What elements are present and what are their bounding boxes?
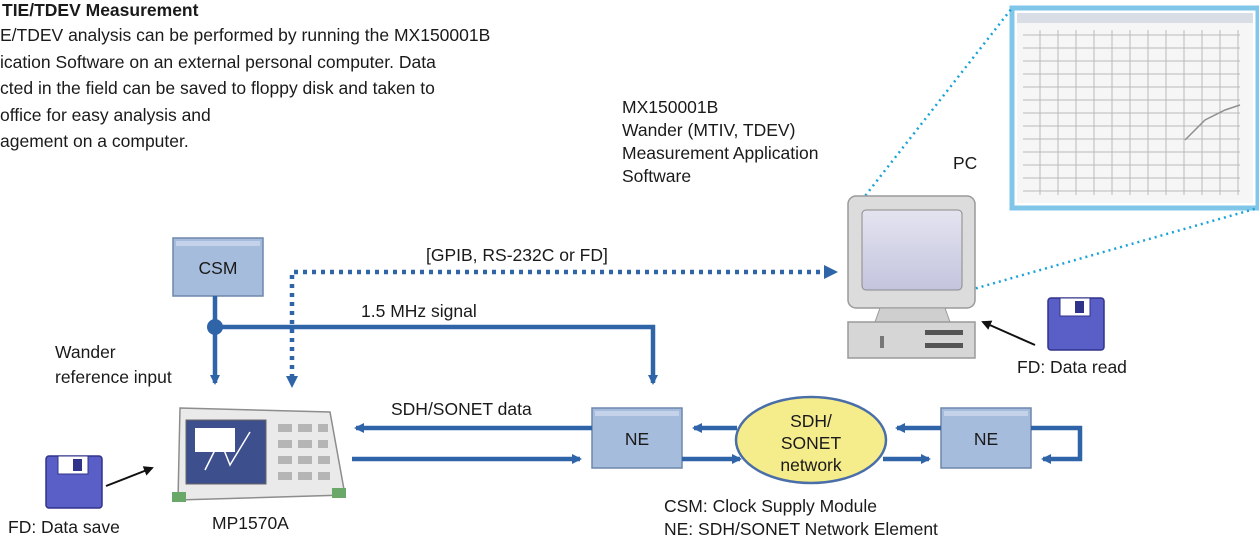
ne-label-right: NE <box>974 429 998 449</box>
legend-line: NE: SDH/SONET Network Element <box>664 519 938 539</box>
description-line: office for easy analysis and <box>0 104 211 125</box>
pc-label: PC <box>953 153 978 173</box>
ne-box-left <box>591 407 683 469</box>
ne-label-left: NE <box>625 429 649 449</box>
junction-dot <box>207 319 223 335</box>
sdh-data-lines <box>352 423 1083 464</box>
clock-signal-lines <box>210 296 658 385</box>
analysis-screenshot-inset <box>1009 5 1259 211</box>
fd-save-label: FD: Data save <box>8 517 120 537</box>
pc-icon <box>847 195 976 359</box>
floppy-disk-save-icon <box>45 455 103 509</box>
zoom-line-top <box>857 7 1013 206</box>
software-label-line: MX150001B <box>622 97 719 117</box>
legend-line: CSM: Clock Supply Module <box>664 496 877 516</box>
csm-label: CSM <box>199 258 238 278</box>
network-label-line: SONET <box>781 433 842 453</box>
software-label-line: Measurement Application <box>622 143 819 163</box>
signal-label: 1.5 MHz signal <box>361 301 477 321</box>
software-label-line: Software <box>622 166 692 186</box>
sdh-sonet-network <box>734 395 888 485</box>
mp1570a-instrument <box>172 407 346 502</box>
description-line: E/TDEV analysis can be performed by runn… <box>0 25 491 45</box>
fd-save-arrow <box>105 466 154 487</box>
description-line: agement on a computer. <box>0 131 189 151</box>
description: E/TDEV analysis can be performed by runn… <box>0 22 490 155</box>
instrument-label: MP1570A <box>212 513 289 533</box>
network-label-line: SDH/ <box>790 411 832 431</box>
description-line: ication Software on an external personal… <box>0 51 436 72</box>
fd-read-label: FD: Data read <box>1017 357 1127 377</box>
gpib-link <box>286 265 838 388</box>
csm-box <box>172 237 264 297</box>
wander-label-line: reference input <box>55 367 172 387</box>
network-label-line: network <box>780 455 842 475</box>
heading: TIE/TDEV Measurement <box>2 0 199 20</box>
ne-box-right <box>940 407 1032 469</box>
zoom-line-bottom <box>969 206 1259 292</box>
wander-label-line: Wander <box>55 342 116 362</box>
software-label-line: Wander (MTIV, TDEV) <box>622 120 796 140</box>
sdh-data-label: SDH/SONET data <box>391 399 532 419</box>
floppy-disk-read-icon <box>1047 297 1105 351</box>
description-line: cted in the field can be saved to floppy… <box>0 78 435 98</box>
link-label: [GPIB, RS-232C or FD] <box>426 245 608 265</box>
fd-read-arrow <box>981 320 1036 346</box>
